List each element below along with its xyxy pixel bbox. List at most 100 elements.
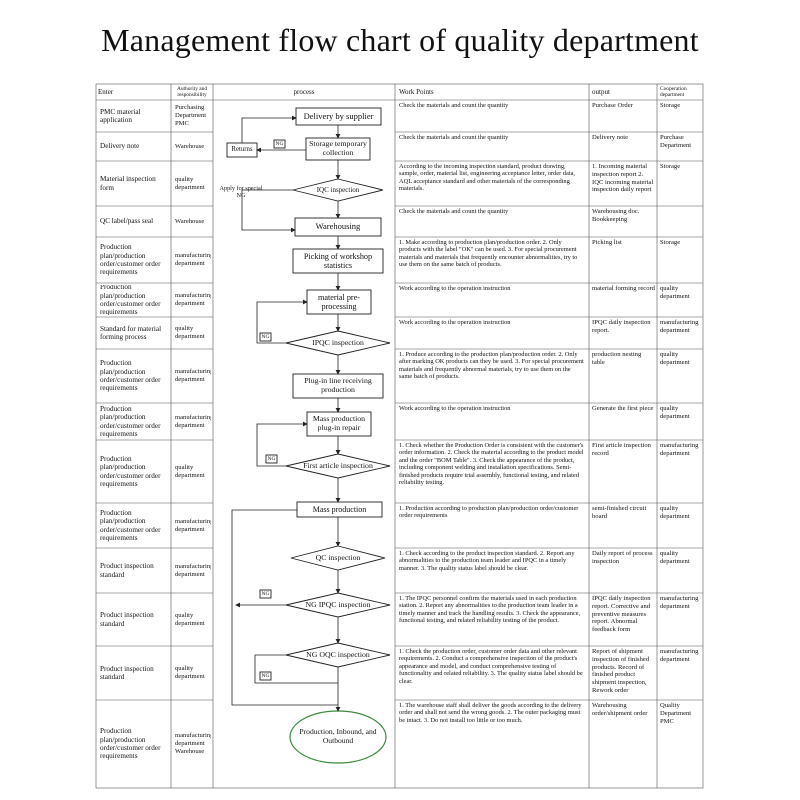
row-authority-cell: manufacturing department: [175, 517, 211, 533]
row-cooperation-cell: quality department: [660, 550, 690, 565]
connector-line: [241, 189, 296, 233]
row-enter-cell: Production plan/production order/custome…: [100, 359, 161, 393]
header-authority: Authority and responsibility: [176, 86, 208, 99]
row-output-cell: IPQC daily inspection report. Corrective…: [592, 595, 651, 634]
row-enter-cell: QC label/pass seal: [100, 217, 154, 226]
ng-label: NG: [267, 455, 276, 462]
node-ng-oqc: NG OQC inspection: [306, 649, 370, 659]
row-authority-cell: quality department: [175, 175, 205, 191]
node-mass: Mass production: [312, 504, 367, 514]
page-title: Management flow chart of quality departm…: [101, 22, 699, 58]
connector-line: [256, 299, 308, 344]
row-work-points-cell: Check the materials and count the quanti…: [399, 208, 509, 215]
row-output-cell: production nesting table: [592, 351, 642, 366]
row-authority-cell: Purchasing Department PMC: [175, 104, 207, 127]
row-work-points-cell: 1. Produce according to the production p…: [399, 351, 584, 381]
ng-tag-shape: [259, 332, 272, 342]
row-work-points-cell: 1. The warehouse staff shall deliver the…: [399, 702, 582, 724]
ng-tag-shape: [259, 671, 272, 681]
row-enter-cell: Standard for material forming process: [100, 324, 162, 341]
row-authority-cell: manufacturing department: [175, 252, 211, 267]
row-enter-cell: Production plan/production order/custome…: [100, 285, 161, 315]
row-output-cell: First article inspection record: [592, 442, 651, 457]
node-first-article: First article inspection: [303, 460, 373, 470]
row-authority-cell: Warehouse: [175, 142, 205, 150]
node-preprocessing: material pre-processing: [317, 292, 361, 311]
row-output-cell: Warehousing doc. Bookkeeping: [592, 208, 640, 223]
ng-label: NG: [261, 590, 270, 597]
row-enter-cell: Product inspection standard: [100, 562, 154, 579]
node-returns: Returns: [231, 146, 253, 154]
row-cooperation-cell: Storage: [660, 239, 681, 246]
row-authority-cell: quality department: [175, 463, 205, 479]
row-work-points-cell: 1. The IPQC personnel confirm the materi…: [399, 595, 581, 625]
row-cooperation-cell: quality department: [660, 351, 690, 366]
row-enter-cell: Production plan/production order/custome…: [100, 405, 161, 438]
node-delivery: Delivery by supplier: [303, 110, 374, 121]
node-ng-ipqc: NG IPQC inspection: [305, 599, 371, 609]
ng-label: NG: [275, 140, 284, 147]
row-enter-cell: Production plan/production order/custome…: [100, 508, 161, 542]
node-plugin: Plug-in line receiving production: [304, 376, 372, 394]
row-enter-cell: Material inspection form: [100, 175, 156, 192]
ng-tag-shape: [259, 589, 272, 599]
row-cooperation-cell: quality department: [660, 405, 690, 420]
row-authority-cell: quality department: [175, 325, 205, 340]
node-picking-shape: [292, 248, 384, 274]
row-output-cell: IPQC daily inspection report.: [592, 319, 651, 334]
row-work-points-cell: Check the materials and count the quanti…: [399, 102, 509, 109]
row-output-cell: Delivery note: [592, 134, 629, 141]
row-output-cell: semi-finished circuit board: [592, 505, 647, 520]
row-authority-cell: manufacturing department: [175, 368, 211, 383]
header-process: process: [293, 88, 315, 96]
row-work-points-cell: 1. Check the production order, customer …: [399, 648, 583, 685]
row-work-points-cell: Work according to the operation instruct…: [399, 285, 511, 292]
row-work-points-cell: Work according to the operation instruct…: [399, 405, 511, 412]
row-authority-cell: Warehouse: [175, 217, 205, 225]
row-output-cell: 1. Incoming material inspection report 2…: [592, 163, 654, 194]
node-iqc: IQC inspection: [316, 185, 360, 194]
row-work-points-cell: According to the incoming inspection sta…: [399, 163, 576, 193]
node-ipqc: IPQC inspection: [312, 337, 364, 347]
row-output-cell: Purchase Order: [592, 102, 633, 109]
row-output-cell: Daily report of process inspection: [592, 550, 653, 565]
row-output-cell: material forming record: [592, 285, 655, 292]
row-work-points-cell: 1. Check whether the Production Order is…: [399, 442, 584, 487]
connector-line: [241, 115, 297, 143]
row-enter-cell: Production plan/production order/custome…: [100, 243, 161, 277]
row-output-cell: Report of shipment inspection of finishe…: [592, 648, 650, 694]
row-output-cell: Warehousing order/shipment order: [592, 702, 648, 717]
header-cooperation: Cooperation department: [660, 86, 687, 99]
row-output-cell: Picking list: [592, 239, 622, 246]
row-enter-cell: Product inspection standard: [100, 611, 154, 628]
node-mass-repair: Mass production plug-in repair: [312, 414, 366, 432]
row-work-points-cell: 1. Production according to production pl…: [399, 505, 579, 520]
row-cooperation-cell: manufacturing department: [660, 648, 699, 663]
row-work-points-cell: 1. Check according to the product inspec…: [399, 550, 575, 572]
ng-tag-shape: [265, 454, 278, 464]
row-work-points-cell: Check the materials and count the quanti…: [399, 134, 509, 141]
row-work-points-cell: 1. Make according to production plan/pro…: [399, 239, 578, 269]
node-qc: QC inspection: [315, 552, 361, 562]
node-final: Production, Inbound, and Outbound: [299, 727, 377, 745]
row-cooperation-cell: Quality Department PMC: [660, 702, 692, 725]
ng-tag-shape: [273, 139, 286, 149]
row-enter-cell: PMC material application: [100, 107, 141, 124]
header-work-points: Work Points: [399, 88, 434, 96]
row-cooperation-cell: manufacturing department: [660, 319, 699, 334]
node-picking: Picking of workshop statistics: [303, 251, 373, 270]
row-enter-cell: Delivery note: [100, 142, 140, 151]
row-cooperation-cell: Storage: [660, 163, 681, 170]
header-enter: Enter: [98, 88, 114, 96]
row-authority-cell: quality department: [175, 665, 205, 680]
connector-line: [231, 509, 338, 706]
row-authority-cell: manufacturing department: [175, 292, 211, 307]
connector-line: [256, 421, 308, 467]
row-cooperation-cell: manufacturing department: [660, 442, 699, 457]
node-preprocessing-shape: [306, 289, 372, 315]
row-cooperation-cell: quality department: [660, 285, 690, 300]
row-output-cell: Generate the first piece: [592, 405, 654, 412]
node-warehousing: Warehousing: [315, 221, 361, 232]
row-cooperation-cell: Purchase Department: [660, 134, 692, 149]
